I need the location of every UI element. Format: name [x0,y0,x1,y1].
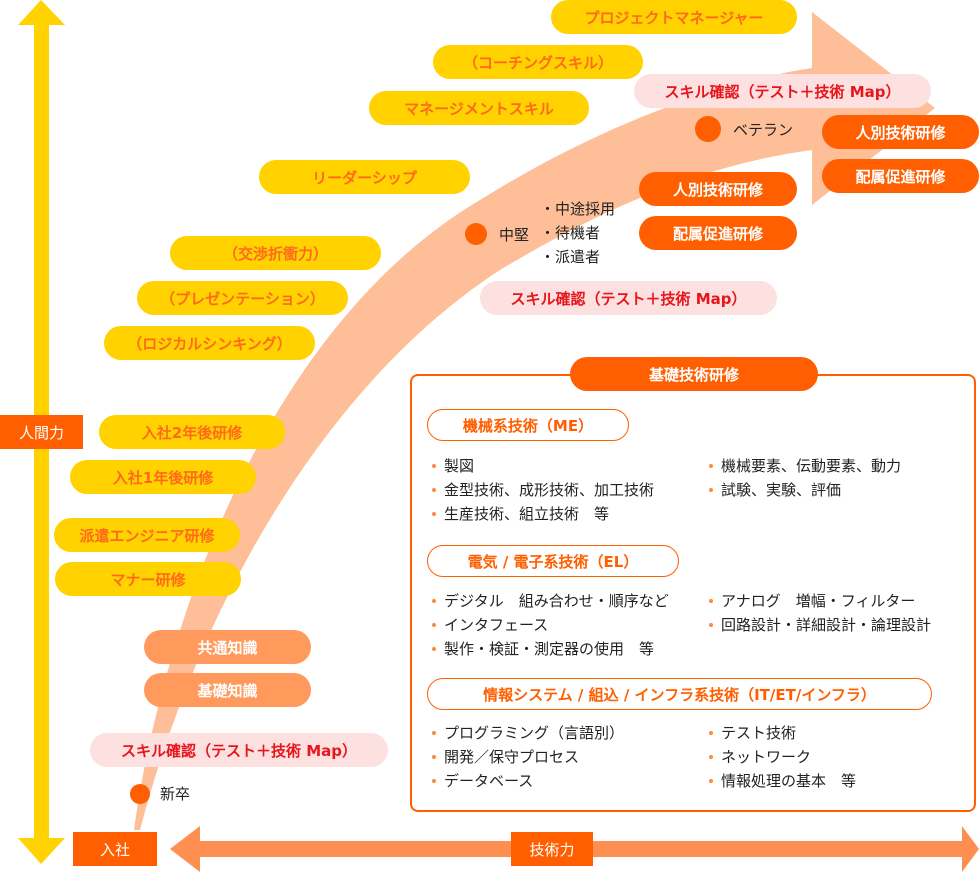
skill-pill-logical-thinking: （ロジカルシンキング） [104,326,315,360]
training-item: インタフェース [430,613,669,637]
skill-check-newgrad: スキル確認（テスト＋技術 Map） [90,733,388,767]
veteran-training-placement: 配属促進研修 [822,159,979,193]
training-item: データベース [430,769,624,793]
training-pill-1st-year: 入社1年後研修 [70,460,256,494]
category-it-left: プログラミング（言語別） 開発／保守プロセス データベース [430,721,624,793]
training-item: 試験、実験、評価 [707,478,901,502]
training-item: テスト技術 [707,721,856,745]
stage-mid-item: 派遣者 [540,245,615,269]
stage-marker-icon [130,783,150,804]
training-item: 機械要素、伝動要素、動力 [707,454,901,478]
skill-check-mid: スキル確認（テスト＋技術 Map） [480,281,777,315]
stage-newgrad: 新卒 [130,783,190,804]
training-item: ネットワーク [707,745,856,769]
training-pill-manners: マナー研修 [55,562,241,596]
category-pill-mechanical: 機械系技術（ME） [427,409,629,441]
training-item: アナログ 増幅・フィルター [707,589,931,613]
skill-pill-project-manager: プロジェクトマネージャー [551,0,797,34]
category-electrical-right: アナログ 増幅・フィルター 回路設計・詳細設計・論理設計 [707,589,931,637]
veteran-training-individual: 人別技術研修 [822,115,979,149]
skill-pill-presentation: （プレゼンテーション） [137,281,348,315]
tech-power-label: 技術力 [511,832,593,866]
training-pill-2nd-year: 入社2年後研修 [99,415,285,449]
stage-marker-icon [465,223,487,245]
stage-mid: 中堅 [465,223,529,245]
mid-training-individual: 人別技術研修 [639,172,797,206]
knowledge-pill-common: 共通知識 [144,630,311,664]
training-item: デジタル 組み合わせ・順序など [430,589,669,613]
category-pill-electrical: 電気 / 電子系技術（EL） [427,545,679,577]
category-electrical-left: デジタル 組み合わせ・順序など インタフェース 製作・検証・測定器の使用 等 [430,589,669,661]
stage-mid-item: 中途採用 [540,197,615,221]
knowledge-pill-basic: 基礎知識 [144,673,311,707]
skill-pill-coaching: （コーチングスキル） [433,45,643,79]
human-power-label: 人間力 [0,415,83,449]
training-item: 回路設計・詳細設計・論理設計 [707,613,931,637]
basic-training-title: 基礎技術研修 [570,357,818,391]
basic-training-panel [410,374,976,812]
mid-training-placement: 配属促進研修 [639,216,797,250]
training-item: 情報処理の基本 等 [707,769,856,793]
stage-mid-item: 待機者 [540,221,615,245]
skill-pill-negotiation: （交渉折衝力） [170,236,381,270]
training-item: 金型技術、成形技術、加工技術 [430,478,654,502]
join-company-label: 入社 [73,832,157,866]
category-mechanical-right: 機械要素、伝動要素、動力 試験、実験、評価 [707,454,901,502]
stage-label: 中堅 [499,225,530,244]
training-pill-dispatch-engineer: 派遣エンジニア研修 [54,518,240,552]
training-item: 生産技術、組立技術 等 [430,502,654,526]
stage-veteran: ベテラン [695,116,793,142]
stage-label: ベテラン [733,120,794,139]
training-item: プログラミング（言語別） [430,721,624,745]
category-pill-it-et-infra: 情報システム / 組込 / インフラ系技術（IT/ET/インフラ） [427,678,932,710]
training-item: 製作・検証・測定器の使用 等 [430,637,669,661]
training-item: 開発／保守プロセス [430,745,624,769]
skill-pill-leadership: リーダーシップ [259,160,470,194]
stage-label: 新卒 [160,785,191,803]
stage-mid-list: 中途採用 待機者 派遣者 [540,197,615,269]
category-it-right: テスト技術 ネットワーク 情報処理の基本 等 [707,721,856,793]
skill-check-veteran: スキル確認（テスト＋技術 Map） [634,74,931,108]
stage-marker-icon [695,116,721,142]
skill-pill-management: マネージメントスキル [369,91,589,125]
training-item: 製図 [430,454,654,478]
category-mechanical-left: 製図 金型技術、成形技術、加工技術 生産技術、組立技術 等 [430,454,654,526]
